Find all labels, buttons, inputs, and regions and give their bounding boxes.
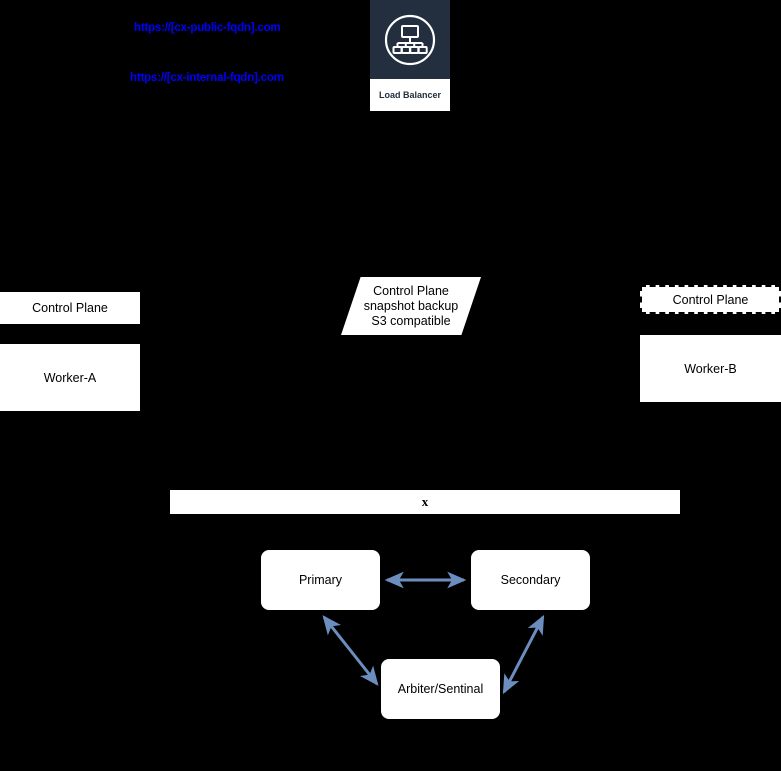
- primary-node[interactable]: Primary: [261, 550, 380, 610]
- worker-a-node[interactable]: Worker-A: [0, 344, 140, 411]
- internal-fqdn-url-label[interactable]: https://[cx-internal-fqdn].com: [130, 72, 284, 84]
- snapshot-backup-node[interactable]: Control Plane snapshot backup S3 compati…: [341, 277, 481, 335]
- public-fqdn-url-label[interactable]: https://[cx-public-fqdn].com: [134, 22, 281, 34]
- snapshot-line-1: Control Plane: [373, 283, 449, 298]
- load-balancer-icon: [382, 12, 438, 68]
- load-balancer-node[interactable]: Load Balancer: [370, 0, 450, 111]
- control-plane-right-node[interactable]: Control Plane: [640, 285, 781, 314]
- worker-b-node[interactable]: Worker-B: [640, 335, 781, 402]
- snapshot-line-2: snapshot backup: [363, 298, 459, 313]
- control-plane-left-node[interactable]: Control Plane: [0, 292, 140, 324]
- secondary-node[interactable]: Secondary: [471, 550, 590, 610]
- snapshot-line-3: S3 compatible: [371, 313, 451, 328]
- wide-bar-node[interactable]: x: [170, 490, 680, 514]
- arrow-primary-arbiter: [322, 615, 379, 686]
- arrow-secondary-arbiter: [502, 614, 545, 695]
- arbiter-sentinal-node[interactable]: Arbiter/Sentinal: [381, 659, 500, 719]
- load-balancer-label: Load Balancer: [378, 90, 442, 100]
- load-balancer-icon-area: [370, 0, 450, 79]
